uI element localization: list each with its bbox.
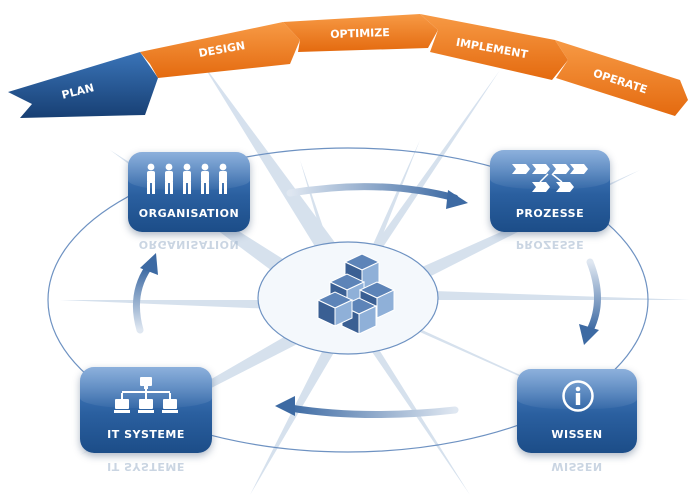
outer-ellipse — [47, 147, 649, 453]
tile-reflection-it-systeme: IT SYSTEME — [107, 460, 185, 473]
tile-prozesse: PROZESSE — [490, 150, 610, 232]
tile-organisation: ORGANISATION — [128, 152, 250, 232]
tile-wissen: WISSEN — [517, 369, 637, 453]
tile-label: IT SYSTEME — [107, 428, 185, 441]
tile-reflection-organisation: ORGANISATION — [138, 238, 240, 251]
tile-reflection-wissen: WISSEN — [551, 460, 603, 473]
ribbon-step-label: OPTIMIZE — [330, 26, 390, 41]
arrow-wissen-to-it-systeme — [275, 396, 459, 419]
process-ribbon: PLAN DESIGN OPTIMIZE IMPLEMENT OPERATE — [8, 14, 688, 118]
ribbon-step-implement: IMPLEMENT — [420, 14, 568, 80]
tile-reflection-prozesse: PROZESSE — [515, 238, 585, 251]
tile-label: PROZESSE — [515, 207, 585, 220]
network-icon — [114, 377, 178, 413]
cube-cluster-icon — [316, 253, 396, 335]
info-icon — [562, 380, 594, 412]
process-flow-icon — [512, 164, 588, 192]
ribbon-step-plan: PLAN — [8, 52, 158, 118]
arrow-prozesse-to-wissen — [579, 258, 601, 345]
ribbon-step-design: DESIGN — [140, 22, 300, 78]
ribbon-step-optimize: OPTIMIZE — [283, 14, 438, 52]
ribbon-step-operate: OPERATE — [555, 40, 688, 116]
tile-label: ORGANISATION — [138, 207, 240, 220]
arrow-organisation-to-prozesse — [286, 183, 468, 209]
people-icon — [147, 163, 227, 194]
tile-label: WISSEN — [551, 428, 603, 441]
tile-it-systeme: IT SYSTEME — [80, 367, 212, 453]
arrow-it-systeme-to-organisation — [132, 253, 158, 334]
